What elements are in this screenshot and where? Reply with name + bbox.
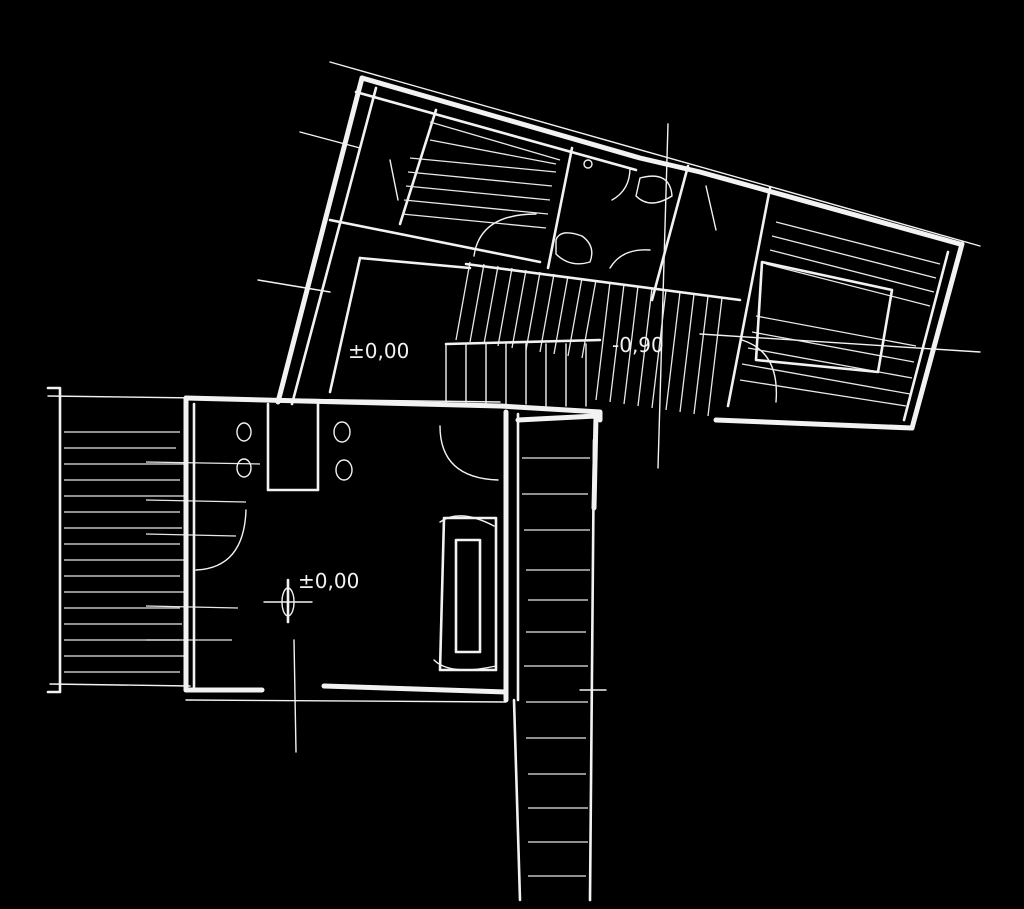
seat-icon	[333, 421, 351, 443]
bathroom-drain-icon	[583, 159, 593, 169]
right-room-hatch	[739, 221, 941, 407]
upper-wing-top-wall	[359, 75, 963, 247]
door-swing	[439, 425, 499, 481]
lower-wing	[46, 386, 607, 902]
split-level-stairs	[445, 343, 587, 407]
seat-icon	[236, 422, 252, 442]
seat-icon	[335, 459, 353, 481]
toilet-icon	[555, 232, 593, 265]
washbasin-icon	[635, 175, 673, 204]
upper-wing-bottom-wall	[713, 417, 915, 431]
terrace-edge	[46, 386, 62, 694]
upper-wing-right-wall	[909, 241, 965, 431]
sofa-outline	[438, 516, 498, 672]
upper-wing-left-wall	[275, 75, 365, 405]
terrace-decking	[64, 431, 261, 673]
upper-wing	[257, 61, 981, 469]
door-swing	[195, 509, 247, 571]
wardrobe-hatch	[401, 121, 561, 229]
door-swing	[473, 213, 537, 257]
living-top-wall	[183, 395, 503, 409]
level-label-upper: ±0,00	[348, 339, 409, 363]
corridor-wall	[328, 218, 542, 264]
bed-outline	[754, 260, 894, 374]
door-swing	[741, 339, 778, 403]
fireplace-block	[266, 402, 320, 492]
walkway-decking	[522, 457, 590, 877]
seat-icon	[236, 458, 252, 478]
level-label-lower: -0,90	[612, 333, 664, 357]
level-label-main: ±0,00	[298, 569, 359, 593]
lower-level-hatch	[455, 261, 723, 417]
